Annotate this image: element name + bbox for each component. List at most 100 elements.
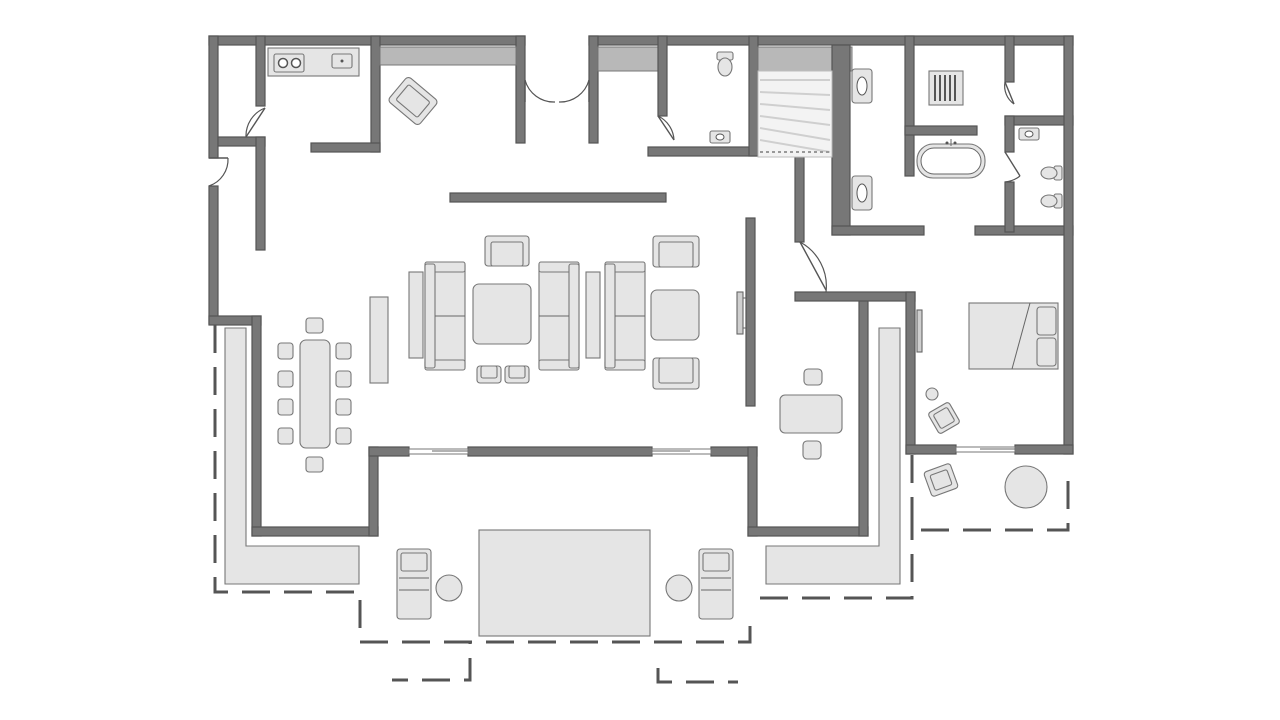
wc-door-icon[interactable] bbox=[1004, 151, 1021, 183]
wall-shower-west bbox=[904, 35, 915, 177]
chair-icon[interactable] bbox=[802, 440, 822, 460]
console-table-right bbox=[585, 271, 601, 359]
tv-icon bbox=[736, 291, 746, 335]
shower-icon[interactable] bbox=[928, 70, 964, 106]
wall-powder-east bbox=[748, 35, 759, 157]
terrace-outline-east bbox=[760, 520, 914, 600]
walls bbox=[208, 35, 1074, 537]
chair-icon[interactable] bbox=[305, 317, 324, 334]
wall-kitchen-east bbox=[370, 35, 381, 153]
wall-wc-west-lower bbox=[1004, 181, 1015, 233]
toilet-icon[interactable] bbox=[1040, 165, 1063, 181]
console-table bbox=[369, 296, 389, 384]
side-table-icon bbox=[435, 574, 463, 602]
dining-area bbox=[277, 317, 352, 473]
wall-bedroom-west bbox=[905, 291, 916, 455]
wall-pantry-east bbox=[255, 136, 266, 251]
wall-powder-west bbox=[657, 35, 668, 117]
chair-icon[interactable] bbox=[277, 398, 294, 416]
study-door-icon[interactable] bbox=[799, 241, 827, 293]
sink-icon[interactable] bbox=[709, 130, 731, 144]
wall-east bbox=[1063, 35, 1074, 455]
wall-bath-south-left bbox=[831, 225, 925, 236]
doors bbox=[208, 79, 1021, 293]
wall-wc-west-mid bbox=[1004, 115, 1015, 153]
terrace-outline-south bbox=[360, 612, 752, 644]
desk-icon[interactable] bbox=[779, 394, 843, 434]
lounge-chair-icon[interactable] bbox=[698, 548, 734, 620]
toilet-icon[interactable] bbox=[716, 51, 734, 77]
sofa-icon[interactable] bbox=[604, 261, 646, 371]
sink-icon[interactable] bbox=[331, 53, 353, 69]
partition-living-north bbox=[449, 192, 667, 203]
wall-south-notch-right bbox=[747, 446, 758, 537]
wall-study-east bbox=[858, 299, 869, 537]
bedroom bbox=[916, 302, 1059, 435]
wall-bath-south-right bbox=[974, 225, 1074, 236]
terrace-bench-east bbox=[765, 327, 901, 585]
sink-icon[interactable] bbox=[1018, 127, 1040, 141]
wall-west-lower bbox=[208, 185, 219, 325]
wall-kitchen-west bbox=[255, 35, 266, 107]
lounge-chair-icon[interactable] bbox=[396, 548, 432, 620]
wall-powder-south bbox=[647, 146, 759, 157]
terrace-outline bbox=[213, 325, 1070, 684]
wall-west-upper bbox=[208, 35, 219, 159]
sofa-icon[interactable] bbox=[538, 261, 580, 371]
terrace-outline-south-step bbox=[656, 668, 738, 684]
powder-door-icon[interactable] bbox=[657, 115, 675, 141]
bed-icon[interactable] bbox=[968, 302, 1059, 370]
study bbox=[779, 368, 843, 460]
lamp bbox=[925, 387, 939, 401]
chair-icon[interactable] bbox=[335, 427, 352, 445]
armchair-icon[interactable] bbox=[387, 76, 438, 126]
armchair-icon[interactable] bbox=[652, 357, 700, 390]
wall-kitchen-south bbox=[310, 142, 381, 153]
closet-shelf bbox=[597, 46, 659, 72]
partition-living-east bbox=[745, 217, 756, 407]
chair-icon[interactable] bbox=[335, 370, 352, 388]
wall-wc-north bbox=[1004, 115, 1074, 126]
wall-south-notch-left bbox=[368, 446, 379, 537]
chair-icon[interactable] bbox=[277, 342, 294, 360]
side-table-icon bbox=[665, 574, 693, 602]
chair-icon[interactable] bbox=[504, 365, 530, 384]
entry-door-icon[interactable] bbox=[524, 79, 590, 103]
wall-bedroom-south-right bbox=[1014, 444, 1074, 455]
wall-south-west bbox=[251, 526, 379, 537]
stair-area bbox=[757, 70, 833, 158]
shower-door-icon[interactable] bbox=[1004, 81, 1015, 105]
stairs-icon[interactable] bbox=[757, 70, 833, 158]
chair-icon[interactable] bbox=[277, 427, 294, 445]
chair-icon[interactable] bbox=[335, 342, 352, 360]
chair-icon[interactable] bbox=[803, 368, 823, 386]
counter-top-left bbox=[379, 46, 517, 66]
terrace bbox=[224, 327, 1048, 637]
wall-south-east bbox=[747, 526, 869, 537]
armchair-icon[interactable] bbox=[928, 402, 961, 435]
armchair-icon[interactable] bbox=[484, 235, 530, 267]
sink-icon[interactable] bbox=[851, 175, 873, 211]
wall-shower-south bbox=[904, 125, 978, 136]
west-door-icon[interactable] bbox=[208, 157, 229, 187]
wall-south-left-stub bbox=[368, 446, 410, 457]
wall-hall-partition bbox=[794, 151, 805, 243]
wall-bedroom-south-left bbox=[905, 444, 957, 455]
chair-icon[interactable] bbox=[305, 456, 324, 473]
wall-terrace-west bbox=[251, 315, 262, 537]
bathtub-icon[interactable] bbox=[916, 139, 986, 179]
sofa-icon[interactable] bbox=[424, 261, 466, 371]
toilet-icon[interactable] bbox=[1040, 193, 1063, 209]
pantry-door-icon[interactable] bbox=[245, 107, 266, 138]
chair-icon[interactable] bbox=[277, 370, 294, 388]
armchair-icon[interactable] bbox=[923, 463, 959, 497]
dining-table-icon[interactable] bbox=[299, 339, 331, 449]
wall-bath-west bbox=[831, 44, 851, 236]
stove-icon[interactable] bbox=[273, 53, 305, 73]
armchair-icon[interactable] bbox=[652, 235, 700, 268]
chair-icon[interactable] bbox=[335, 398, 352, 416]
chair-icon[interactable] bbox=[476, 365, 502, 384]
terrace-outline-bedroom bbox=[910, 455, 1070, 532]
sink-icon[interactable] bbox=[851, 68, 873, 104]
